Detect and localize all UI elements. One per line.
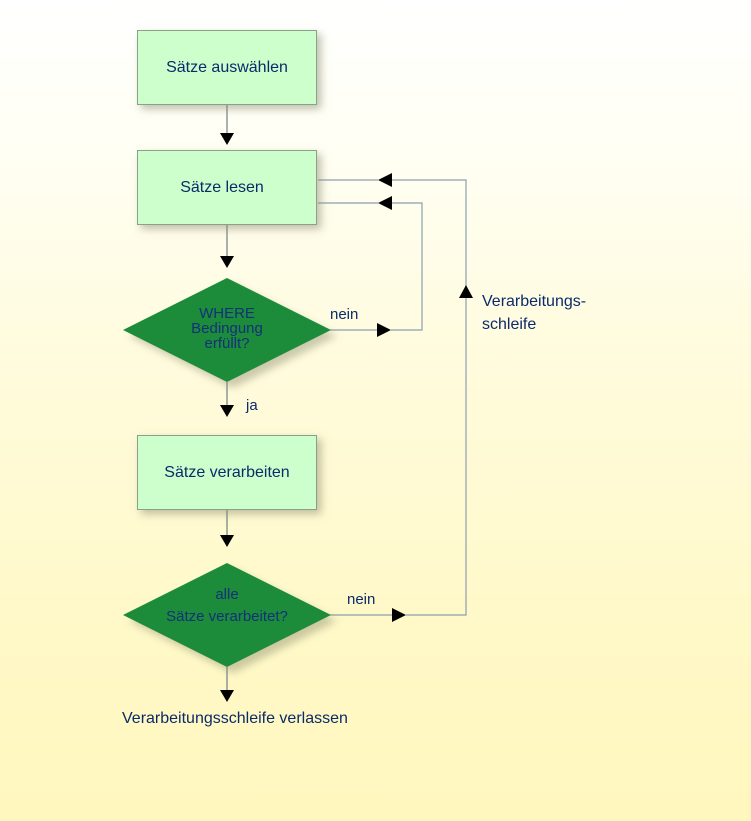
connector-select-to-read (220, 105, 234, 145)
decision-where-text: WHERE Bedingung erfüllt? (167, 306, 287, 351)
decision-where-line1: WHERE (199, 305, 255, 322)
decision-where-diamond (123, 278, 331, 382)
edge-label-where-no: nein (330, 306, 359, 323)
decision-where-line2: Bedingung (191, 320, 263, 337)
step-read-records-label: Sätze lesen (180, 178, 264, 196)
connector-where-to-process (220, 382, 234, 417)
step-process-records: Sätze verarbeiten (137, 435, 317, 510)
decision-all-line1: alle (215, 586, 239, 603)
loop-label: Verarbeitungs- schleife (482, 290, 586, 336)
loop-processing (318, 173, 473, 622)
loop-label-line1: Verarbeitungs- (482, 293, 587, 310)
exit-label: Verarbeitungsschleife verlassen (122, 710, 348, 727)
decision-where-line3: erfüllt? (204, 335, 250, 352)
loop-where-no (318, 196, 423, 337)
loop-label-line2: schleife (482, 316, 537, 333)
decision-all-diamond (123, 563, 331, 667)
connector-process-to-all (220, 510, 234, 547)
connector-read-to-where (220, 225, 234, 268)
decision-all-text: alle Sätze verarbeitet? (147, 584, 307, 628)
step-read-records: Sätze lesen (137, 150, 317, 225)
decision-all-line2: Sätze verarbeitet? (166, 608, 288, 625)
step-select-records-label: Sätze auswählen (166, 58, 288, 76)
edge-label-all-no: nein (347, 591, 376, 608)
step-select-records: Sätze auswählen (137, 30, 317, 105)
step-process-records-label: Sätze verarbeiten (164, 463, 290, 481)
connector-all-to-exit (220, 667, 234, 702)
edge-label-where-yes: ja (246, 397, 258, 414)
